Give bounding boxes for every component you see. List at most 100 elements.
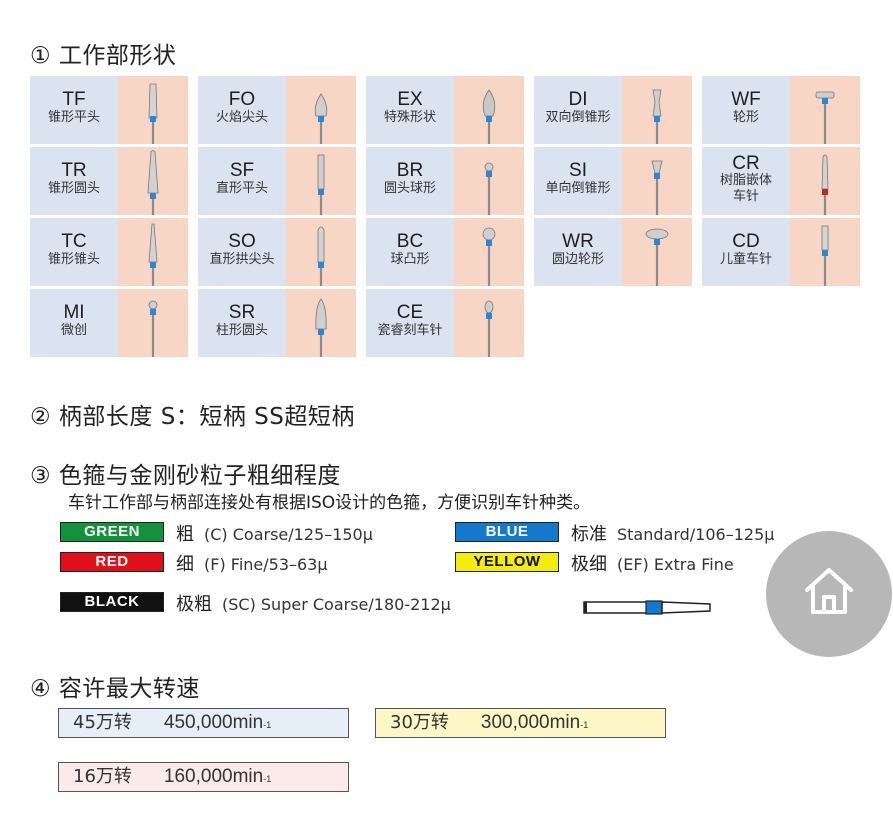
shape-name: 单向倒锥形 bbox=[545, 181, 611, 196]
bur-icon bbox=[651, 160, 663, 215]
shape-code: CE bbox=[396, 302, 424, 323]
speed-unit-exponent: -1 bbox=[263, 774, 272, 784]
shape-image bbox=[790, 147, 860, 215]
shape-code: MI bbox=[63, 302, 85, 323]
shape-name: 锥形锥头 bbox=[47, 252, 100, 267]
shape-name: 柱形圆头 bbox=[215, 323, 268, 338]
section-title-shank: ② 柄部长度 S：短柄 SS超短柄 bbox=[30, 404, 355, 430]
shape-name: 直形平头 bbox=[215, 181, 268, 196]
shape-image bbox=[622, 76, 692, 144]
grit-cn: 细 bbox=[176, 554, 194, 575]
shape-name: 锥形平头 bbox=[47, 110, 100, 125]
shape-code: CD bbox=[732, 231, 760, 252]
shape-image bbox=[286, 76, 356, 144]
grit-text: 极粗(SC) Super Coarse/180-212μ bbox=[176, 590, 451, 616]
section-title-grit: ③ 色箍与金刚砂粒子粗细程度 bbox=[30, 463, 341, 489]
bur-icon bbox=[317, 226, 325, 286]
speed-value: 300,000min bbox=[480, 712, 581, 733]
shape-image bbox=[118, 76, 188, 144]
bur-diagram-icon bbox=[583, 600, 711, 615]
bur-icon bbox=[821, 225, 829, 286]
grit-color-tag: BLACK bbox=[60, 592, 164, 612]
grit-cn: 粗 bbox=[176, 524, 194, 545]
shape-code: SF bbox=[229, 160, 255, 181]
shape-name: 瓷睿刻车针 bbox=[377, 323, 443, 338]
shape-image bbox=[790, 76, 860, 144]
grit-color-tag: RED bbox=[60, 552, 164, 572]
shape-name: 双向倒锥形 bbox=[545, 110, 611, 125]
bur-icon bbox=[148, 223, 158, 286]
bur-icon bbox=[317, 154, 325, 215]
bur-icon bbox=[484, 300, 494, 357]
shape-code: BR bbox=[396, 160, 424, 181]
shape-image bbox=[118, 218, 188, 286]
shape-name: 火焰尖头 bbox=[215, 110, 268, 125]
grit-color-tag: GREEN bbox=[60, 522, 164, 542]
bur-icon bbox=[484, 162, 494, 215]
shape-image bbox=[454, 289, 524, 357]
shape-image bbox=[454, 218, 524, 286]
shape-name: 直形拱尖头 bbox=[209, 252, 275, 267]
shape-name: 圆头球形 bbox=[383, 181, 436, 196]
grit-text: 细 (F) Fine/53–63μ bbox=[176, 550, 328, 576]
shape-image bbox=[286, 147, 356, 215]
bur-icon bbox=[821, 154, 829, 215]
speed-unit-exponent: -1 bbox=[263, 720, 272, 730]
speed-value: 160,000min bbox=[163, 766, 264, 787]
grit-desc: (F) Fine/53–63μ bbox=[204, 555, 328, 574]
grit-desc: (EF) Extra Fine bbox=[617, 555, 734, 574]
speed-label: 30万转 bbox=[390, 712, 449, 733]
home-button[interactable] bbox=[766, 531, 892, 657]
shape-image bbox=[118, 147, 188, 215]
grit-color-tag: BLUE bbox=[455, 522, 559, 542]
bur-icon bbox=[482, 227, 496, 286]
bur-icon bbox=[148, 83, 158, 144]
bur-icon bbox=[482, 89, 496, 144]
bur-icon bbox=[148, 300, 158, 357]
shape-image bbox=[622, 218, 692, 286]
grit-text: 极细(EF) Extra Fine bbox=[571, 550, 734, 576]
home-icon bbox=[805, 568, 853, 614]
shape-code: WF bbox=[731, 89, 761, 110]
speed-label: 45万转 bbox=[73, 712, 132, 733]
shape-name: 球凸形 bbox=[390, 252, 430, 267]
shape-name: 圆边轮形 bbox=[551, 252, 604, 267]
shape-code: BC bbox=[396, 231, 424, 252]
shape-image bbox=[622, 147, 692, 215]
shape-code: TC bbox=[61, 231, 87, 252]
shape-code: SI bbox=[569, 160, 587, 181]
bur-icon bbox=[315, 298, 327, 357]
shape-code: WR bbox=[562, 231, 594, 252]
bur-icon bbox=[652, 89, 662, 144]
grit-cn: 标准 bbox=[571, 524, 607, 545]
section-title-speed: ④ 容许最大转速 bbox=[30, 676, 200, 702]
shape-name: 儿童车针 bbox=[719, 252, 772, 267]
